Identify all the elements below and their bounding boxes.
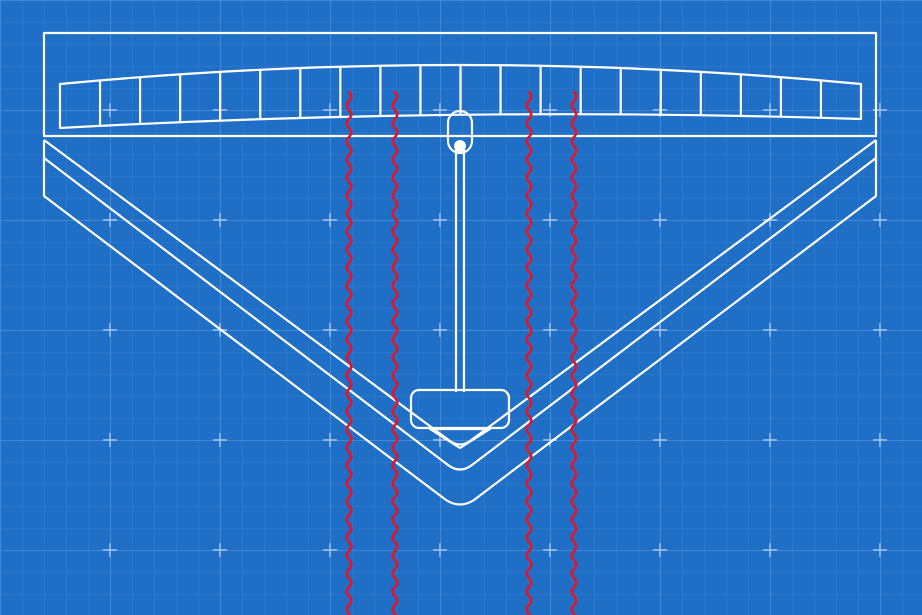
deck-panel-dividers	[98, 65, 823, 126]
grid-cross	[543, 323, 557, 337]
grid-cross	[213, 213, 227, 227]
grid-cross	[543, 543, 557, 557]
grid-cross	[323, 103, 337, 117]
grid-cross	[543, 213, 557, 227]
grid-cross	[873, 543, 887, 557]
grid-cross	[103, 543, 117, 557]
grid-cross	[103, 213, 117, 227]
grid-cross	[653, 323, 667, 337]
grid-cross	[763, 543, 777, 557]
grid-cross	[763, 103, 777, 117]
crack-lines	[345, 90, 578, 615]
damper-pivot	[446, 109, 474, 155]
grid-cross	[433, 213, 447, 227]
grid-cross	[873, 213, 887, 227]
grid-cross	[323, 323, 337, 337]
grid-cross	[873, 323, 887, 337]
grid-cross	[323, 213, 337, 227]
grid-cross	[103, 323, 117, 337]
damper-seat	[428, 427, 492, 450]
crack-line	[525, 90, 533, 615]
grid-cross	[763, 323, 777, 337]
grid-cross	[763, 213, 777, 227]
grid-cross	[323, 543, 337, 557]
v-truss-outer	[42, 140, 878, 506]
grid-cross	[323, 433, 337, 447]
grid-cross	[433, 323, 447, 337]
grid-cross	[653, 433, 667, 447]
grid-cross	[763, 433, 777, 447]
v-truss-middle	[43, 157, 877, 471]
grid-cross	[213, 433, 227, 447]
damper-pivot-pin	[454, 140, 466, 152]
crack-line	[570, 90, 578, 615]
grid-cross	[103, 103, 117, 117]
crack-line	[345, 90, 353, 615]
deck-panels-outline	[58, 63, 863, 130]
grid-cross	[873, 433, 887, 447]
bridge-deck	[42, 31, 878, 138]
grid-cross	[213, 543, 227, 557]
grid-cross	[653, 213, 667, 227]
grid-cross	[653, 543, 667, 557]
grid-cross	[433, 543, 447, 557]
grid-cross	[103, 433, 117, 447]
crack-line	[391, 90, 399, 615]
